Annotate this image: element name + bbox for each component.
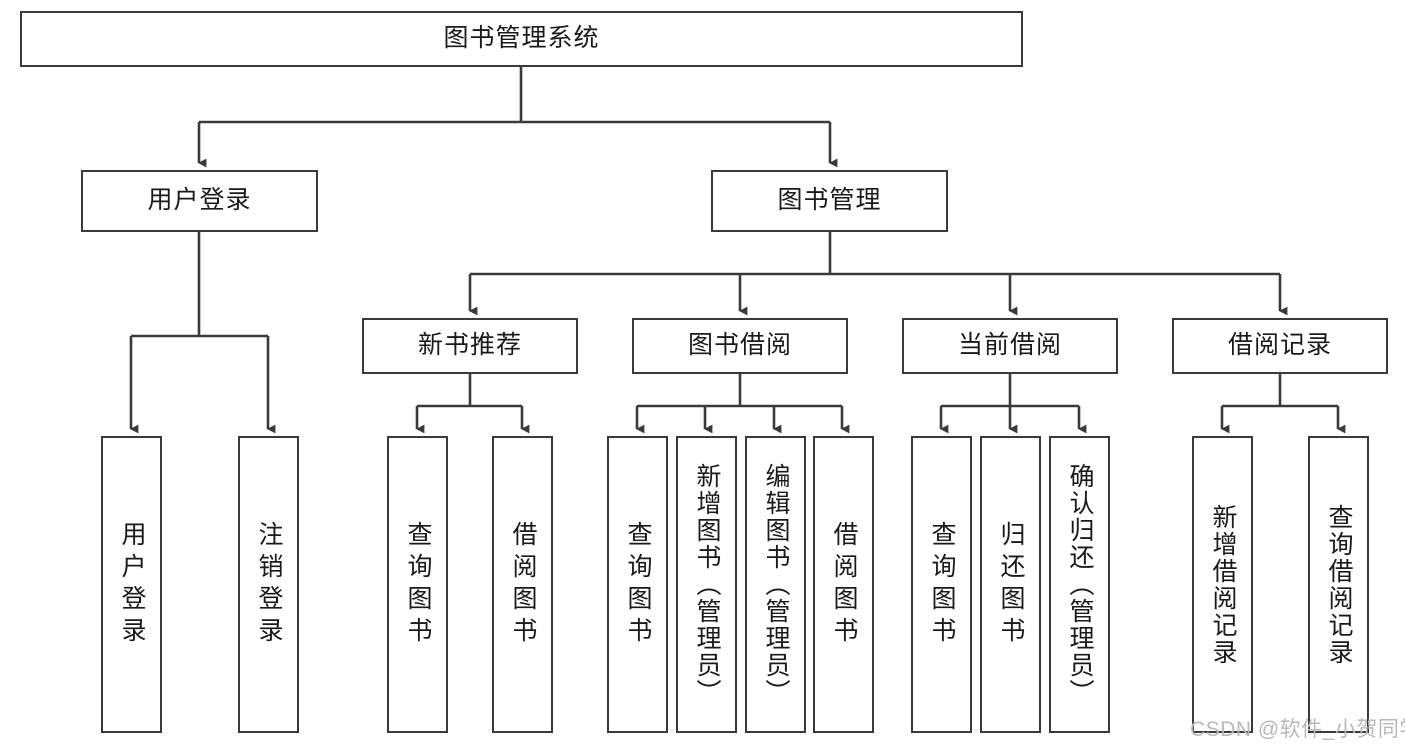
watermark: CSDN @软件_小贺同学: [1190, 718, 1405, 741]
node-leaf-query-record[interactable]: 查询借阅记录: [1308, 436, 1369, 733]
node-book-borrow[interactable]: 图书借阅: [632, 318, 848, 374]
node-current-borrow[interactable]: 当前借阅: [902, 318, 1118, 374]
node-label: 新书推荐: [417, 331, 522, 360]
node-leaf-return-book[interactable]: 归还图书: [980, 436, 1041, 733]
node-leaf-logout[interactable]: 注销登录: [238, 436, 299, 733]
node-leaf-borrow-book-1[interactable]: 借阅图书: [492, 436, 553, 733]
node-new-book-recommend[interactable]: 新书推荐: [362, 318, 578, 374]
node-root-book-management-system[interactable]: 图书管理系统: [20, 11, 1023, 67]
node-label: 编辑图书（管理员）: [762, 463, 790, 706]
node-label: 借阅记录: [1227, 331, 1332, 360]
node-label: 用户登录: [147, 186, 252, 215]
node-label: 确认归还（管理员）: [1066, 463, 1094, 706]
node-label: 查询图书: [928, 520, 956, 649]
node-leaf-confirm-return[interactable]: 确认归还（管理员）: [1049, 436, 1110, 733]
node-label: 新增图书（管理员）: [693, 463, 721, 706]
node-label: 用户登录: [118, 520, 146, 649]
node-label: 查询图书: [404, 520, 432, 649]
node-user-login[interactable]: 用户登录: [81, 170, 318, 232]
node-leaf-query-book-2[interactable]: 查询图书: [607, 436, 668, 733]
node-leaf-add-book[interactable]: 新增图书（管理员）: [676, 436, 737, 733]
node-label: 图书管理: [777, 186, 882, 215]
node-label: 新增借阅记录: [1209, 503, 1237, 666]
node-label: 图书借阅: [687, 331, 792, 360]
node-label: 注销登录: [255, 520, 283, 649]
node-label: 图书管理系统: [443, 24, 600, 53]
node-leaf-query-book-3[interactable]: 查询图书: [911, 436, 972, 733]
node-leaf-edit-book[interactable]: 编辑图书（管理员）: [745, 436, 806, 733]
node-leaf-add-record[interactable]: 新增借阅记录: [1192, 436, 1253, 733]
node-label: 借阅图书: [509, 520, 537, 649]
node-leaf-borrow-book-2[interactable]: 借阅图书: [813, 436, 874, 733]
node-label: 借阅图书: [830, 520, 858, 649]
node-borrow-record[interactable]: 借阅记录: [1172, 318, 1388, 374]
node-label: 当前借阅: [957, 331, 1062, 360]
node-label: 查询借阅记录: [1325, 503, 1353, 666]
node-leaf-user-login[interactable]: 用户登录: [101, 436, 162, 733]
node-book-management[interactable]: 图书管理: [711, 170, 948, 232]
node-label: 归还图书: [997, 520, 1025, 649]
node-leaf-query-book-1[interactable]: 查询图书: [387, 436, 448, 733]
node-label: 查询图书: [624, 520, 652, 649]
